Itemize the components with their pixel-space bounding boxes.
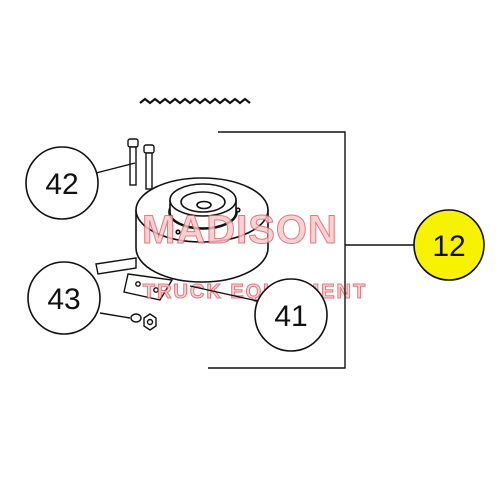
sprocket-fragment (139, 97, 251, 105)
clutch-body (135, 177, 269, 283)
watermark-line2: TRUCK EQUIPMENT (143, 281, 367, 303)
callout-41: 41 (254, 278, 328, 352)
callout-12-label: 12 (432, 230, 465, 263)
leader-lines (95, 131, 414, 369)
mounting-bracket (95, 257, 174, 301)
bolt-pair (127, 138, 155, 190)
watermark-line1: MADISON (142, 208, 338, 252)
callout-12: 12 (413, 209, 485, 281)
callout-43: 43 (27, 261, 101, 335)
callout-42: 42 (25, 146, 99, 220)
nut-washer (130, 313, 157, 331)
callout-41-label: 41 (274, 300, 307, 333)
callout-43-label: 43 (47, 283, 80, 316)
callout-42-label: 42 (45, 168, 78, 201)
